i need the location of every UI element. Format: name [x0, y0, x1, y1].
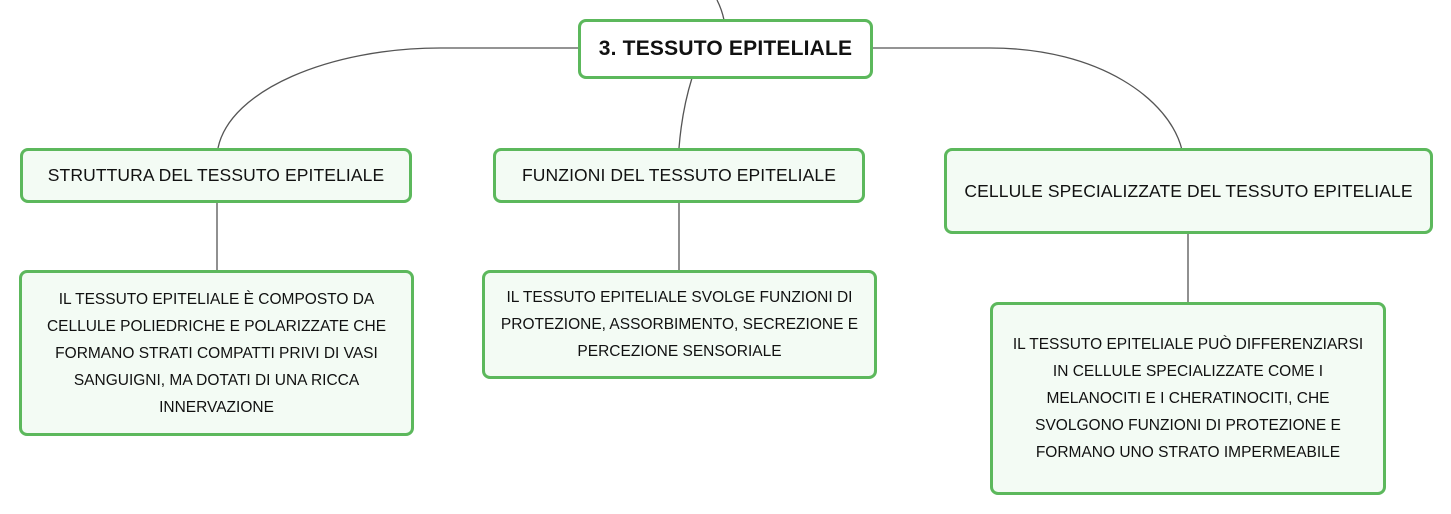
root-node[interactable]: 3. TESSUTO EPITELIALE [578, 19, 873, 79]
detail-node-text: IL TESSUTO EPITELIALE PUÒ DIFFERENZIARSI… [1012, 336, 1364, 461]
topic-node-label: FUNZIONI DEL TESSUTO EPITELIALE [522, 165, 836, 185]
topic-node-label: CELLULE SPECIALIZZATE DEL TESSUTO EPITEL… [964, 180, 1413, 201]
detail-node-text: IL TESSUTO EPITELIALE SVOLGE FUNZIONI DI… [500, 289, 859, 360]
connector-root-to-branch-1 [217, 47, 579, 149]
topic-node-cellule-specializzate[interactable]: CELLULE SPECIALIZZATE DEL TESSUTO EPITEL… [944, 148, 1433, 234]
connector-root-to-branch-2 [678, 77, 693, 149]
topic-node-label: STRUTTURA DEL TESSUTO EPITELIALE [47, 165, 385, 185]
connector-parent-to-root [716, 0, 725, 21]
detail-node-funzioni[interactable]: IL TESSUTO EPITELIALE SVOLGE FUNZIONI DI… [482, 270, 877, 379]
topic-node-funzioni[interactable]: FUNZIONI DEL TESSUTO EPITELIALE [493, 148, 865, 203]
topic-node-struttura[interactable]: STRUTTURA DEL TESSUTO EPITELIALE [20, 148, 412, 203]
detail-node-cellule-specializzate[interactable]: IL TESSUTO EPITELIALE PUÒ DIFFERENZIARSI… [990, 302, 1386, 495]
root-node-label: 3. TESSUTO EPITELIALE [598, 37, 853, 60]
connector-root-to-branch-3 [871, 47, 1183, 151]
detail-node-text: IL TESSUTO EPITELIALE È COMPOSTO DA CELL… [46, 290, 387, 416]
detail-node-struttura[interactable]: IL TESSUTO EPITELIALE È COMPOSTO DA CELL… [19, 270, 414, 436]
